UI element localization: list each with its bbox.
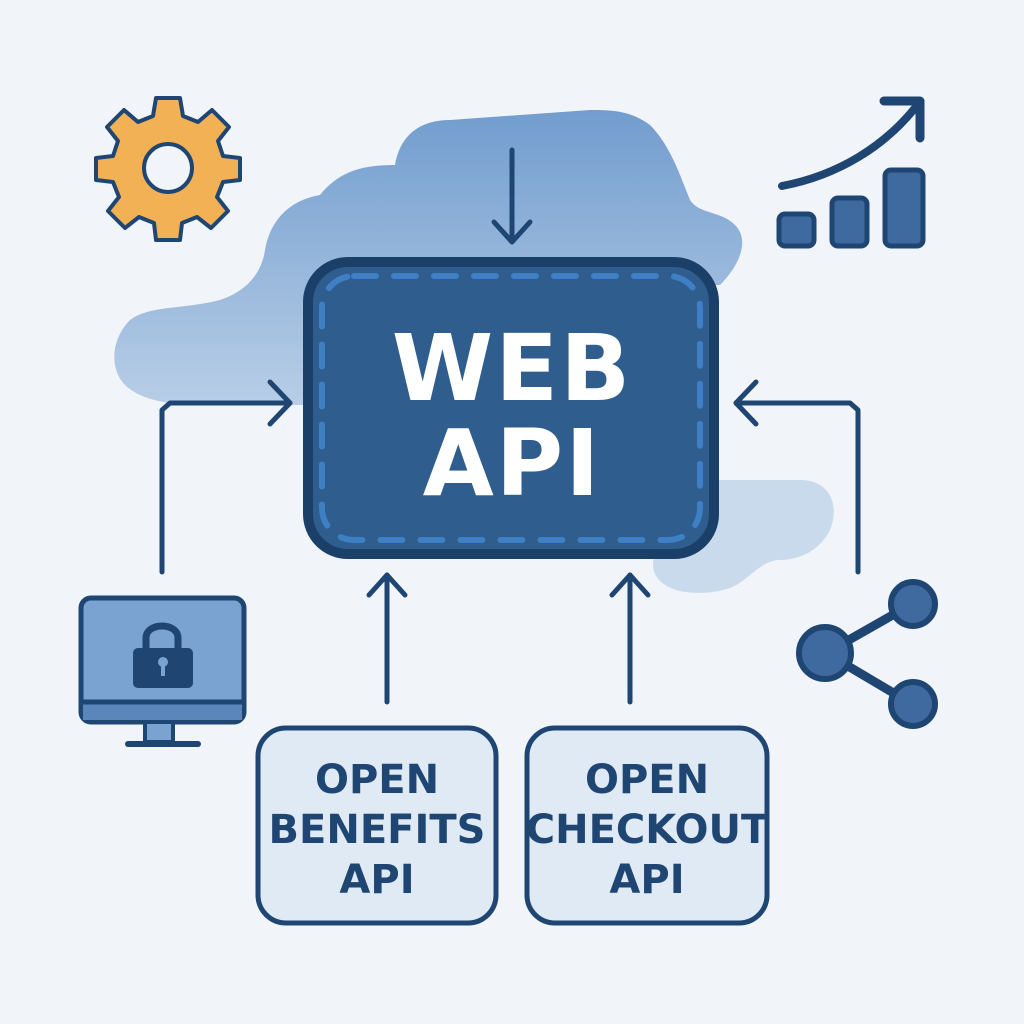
arrow-checkout-in [609,572,651,705]
arrow-top-in [491,147,533,245]
benefits-label-line1: OPEN [315,757,439,803]
open-benefits-api-node[interactable]: OPEN BENEFITS API [255,725,499,926]
web-api-node[interactable]: WEB API [303,257,719,559]
checkout-label-line2: CHECKOUT [526,807,769,853]
benefits-label-line3: API [339,857,414,903]
share-icon [796,579,938,729]
gear-icon [94,96,242,242]
secure-monitor-icon [78,595,247,747]
benefits-label-line2: BENEFITS [269,807,486,853]
arrow-benefits-in [366,572,408,705]
checkout-label-line3: API [609,857,684,903]
lock-icon [133,622,193,688]
web-api-label-line1: WEB [392,315,632,422]
arrow-right-in [733,379,861,575]
growth-chart-icon [776,96,926,249]
arrow-left-in [159,379,293,575]
checkout-label-line1: OPEN [585,757,709,803]
web-api-label-line2: API [423,410,602,517]
open-checkout-api-node[interactable]: OPEN CHECKOUT API [524,725,770,926]
